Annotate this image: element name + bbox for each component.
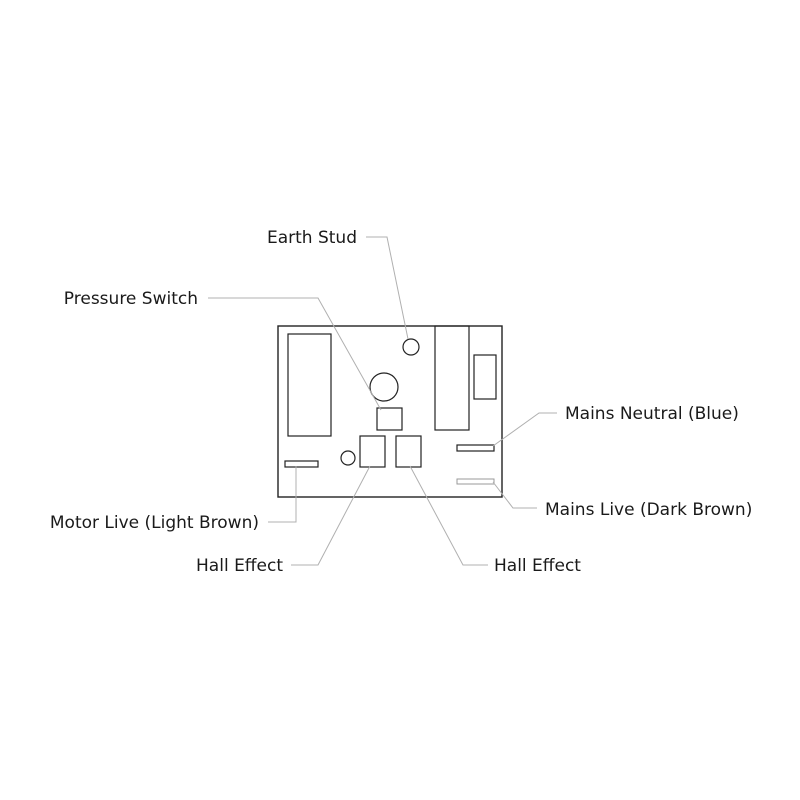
earth-stud-terminal xyxy=(402,338,420,356)
hall-effect-right-leader xyxy=(409,465,488,566)
tall-transformer-block xyxy=(434,325,470,431)
mains-live-connector xyxy=(456,478,495,485)
mains-neutral-label: Mains Neutral (Blue) xyxy=(565,404,739,424)
small-round-component xyxy=(340,450,356,466)
pressure-switch-leader xyxy=(208,297,382,411)
hall-effect-sensor-right xyxy=(395,435,422,468)
earth-stud-leader xyxy=(366,236,409,340)
hall-effect-left-leader xyxy=(291,465,371,566)
motor-live-leader xyxy=(268,466,297,523)
pressure-switch-component xyxy=(376,407,403,431)
motor-live-connector xyxy=(284,460,319,468)
mains-live-leader xyxy=(492,481,537,509)
pressure-switch-label: Pressure Switch xyxy=(64,289,198,309)
hall-effect-sensor-left xyxy=(359,435,386,468)
mains-live-label: Mains Live (Dark Brown) xyxy=(545,500,752,520)
earth-stud-label: Earth Stud xyxy=(267,228,357,248)
large-relay-block xyxy=(287,333,332,437)
round-capacitor xyxy=(369,372,399,402)
motor-live-label: Motor Live (Light Brown) xyxy=(50,513,259,533)
mains-neutral-leader xyxy=(492,412,557,447)
hall-effect-right-label: Hall Effect xyxy=(494,556,581,576)
small-upright-block xyxy=(473,354,497,400)
board-outline xyxy=(277,325,503,498)
mains-neutral-connector xyxy=(456,444,495,452)
hall-effect-left-label: Hall Effect xyxy=(196,556,283,576)
